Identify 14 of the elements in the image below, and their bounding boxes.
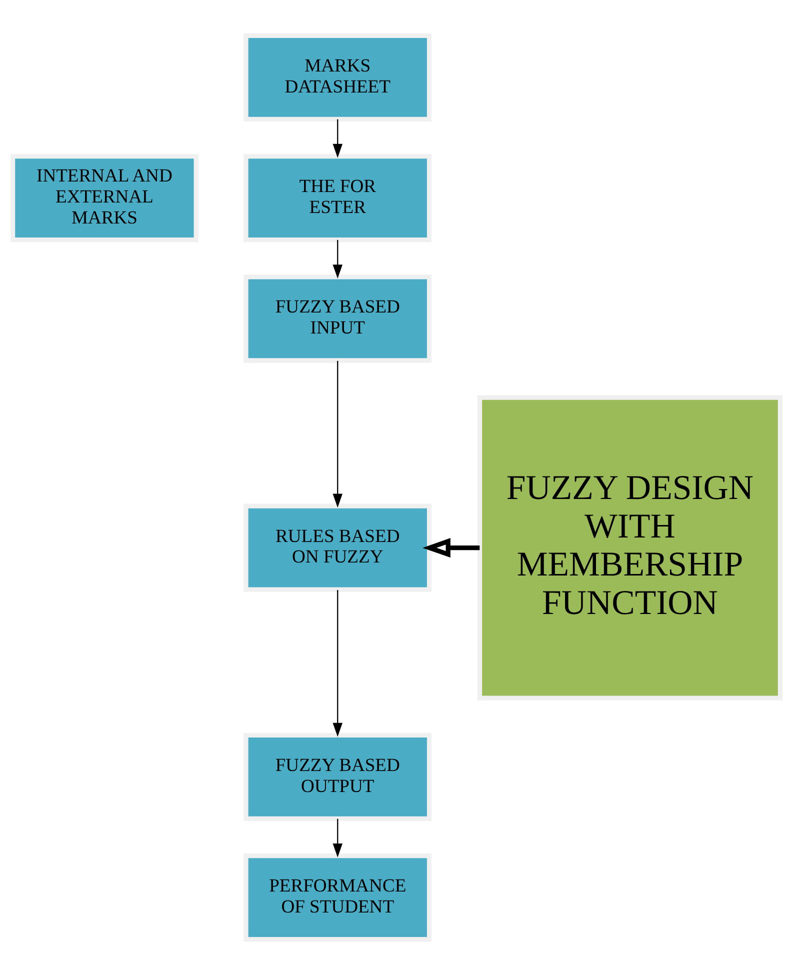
node-box: THE FOR ESTER <box>244 154 432 242</box>
arrow <box>332 360 342 508</box>
node-box: MARKS DATASHEET <box>244 33 432 122</box>
node-box: INTERNAL AND EXTERNAL MARKS <box>10 154 198 242</box>
node-box: PERFORMANCE OF STUDENT <box>244 854 432 942</box>
node-box: FUZZY DESIGN WITH MEMBERSHIP FUNCTION <box>477 395 783 700</box>
arrow <box>332 240 342 278</box>
arrow <box>332 818 342 858</box>
node-box: FUZZY BASED INPUT <box>244 274 432 363</box>
arrow <box>332 590 342 737</box>
node-box: FUZZY BASED OUTPUT <box>244 732 432 822</box>
node-box: RULES BASED ON FUZZY <box>244 504 432 592</box>
arrow <box>332 119 342 158</box>
arrow <box>422 538 480 558</box>
